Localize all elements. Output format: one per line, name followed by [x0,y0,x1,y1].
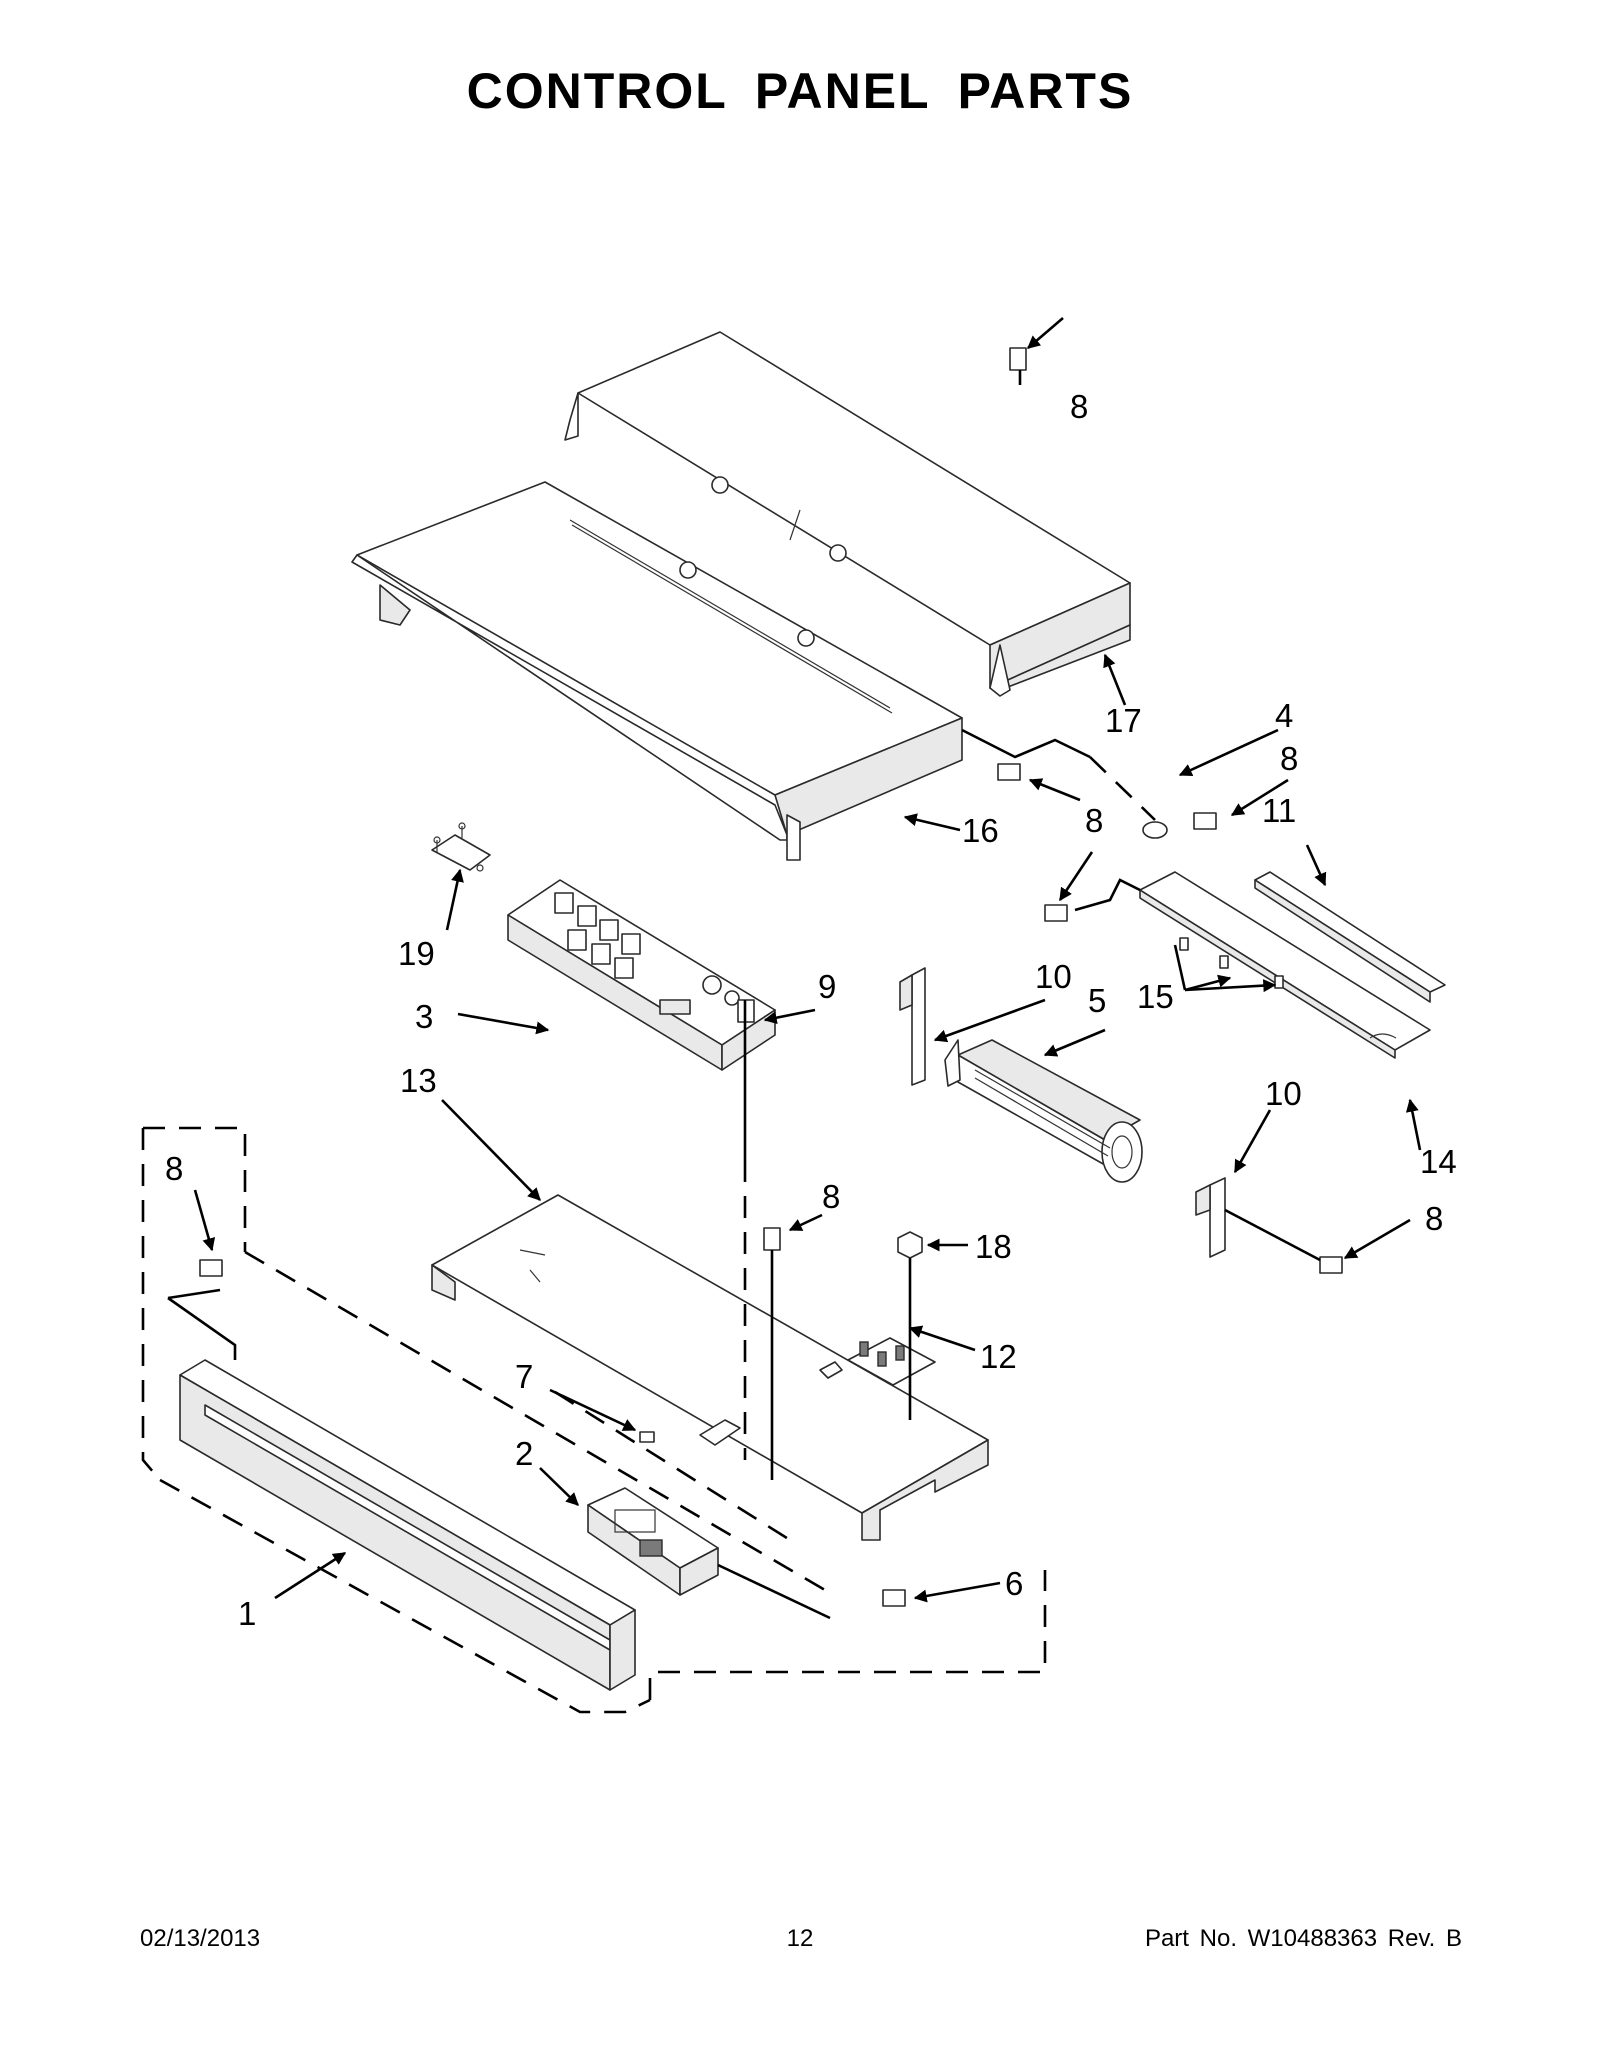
part-5-blower [944,1039,1143,1183]
callout-15: 15 [1137,978,1174,1015]
assembly-lines [141,370,1321,1714]
part-2-ui-board [587,1487,719,1596]
part-1-front-trim [179,1359,636,1691]
callout-17: 17 [1105,702,1142,739]
callout-1: 1 [238,1595,256,1632]
callout-8: 8 [822,1178,840,1215]
callout-12: 12 [980,1338,1017,1375]
callout-5: 5 [1088,982,1106,1019]
callout-14: 14 [1420,1143,1457,1180]
screws [199,347,1343,1607]
part-19-bracket [431,822,491,872]
leader-arrows [193,317,1422,1603]
part-10-bracket-b [1195,1177,1226,1258]
part-14-mounting-bracket [1139,871,1431,1059]
footer-date: 02/13/2013 [140,1925,261,1952]
callout-8: 8 [165,1150,183,1187]
page-title: CONTROL PANEL PARTS [466,63,1134,119]
callout-10: 10 [1265,1075,1302,1112]
callout-11: 11 [1262,792,1296,829]
part-12-terminal-block [847,1337,936,1386]
callout-19: 19 [398,935,435,972]
callout-7: 7 [515,1358,533,1395]
part-13-panel-plate [431,1194,989,1541]
footer-part-number: Part No. W10488363 Rev. B [1144,1925,1462,1952]
footer-page-number: 12 [786,1925,814,1952]
callout-3: 3 [415,998,433,1035]
callout-18: 18 [975,1228,1012,1265]
part-10-bracket-a [899,967,926,1086]
callout-8: 8 [1425,1200,1443,1237]
callout-9: 9 [818,968,836,1005]
part-3-control-board [507,879,776,1071]
callout-8: 8 [1070,388,1088,425]
callout-16: 16 [962,812,999,849]
part-17-rear-cover [564,331,1131,697]
callout-4: 4 [1275,697,1293,734]
callout-8: 8 [1280,740,1298,777]
callout-10: 10 [1035,958,1072,995]
part-18-nut [897,1231,923,1259]
callout-2: 2 [515,1435,533,1472]
callout-8: 8 [1085,802,1103,839]
callout-13: 13 [400,1062,437,1099]
callout-6: 6 [1005,1565,1023,1602]
part-16-panel-cover [351,481,963,861]
part-11-gasket [1254,871,1446,1003]
